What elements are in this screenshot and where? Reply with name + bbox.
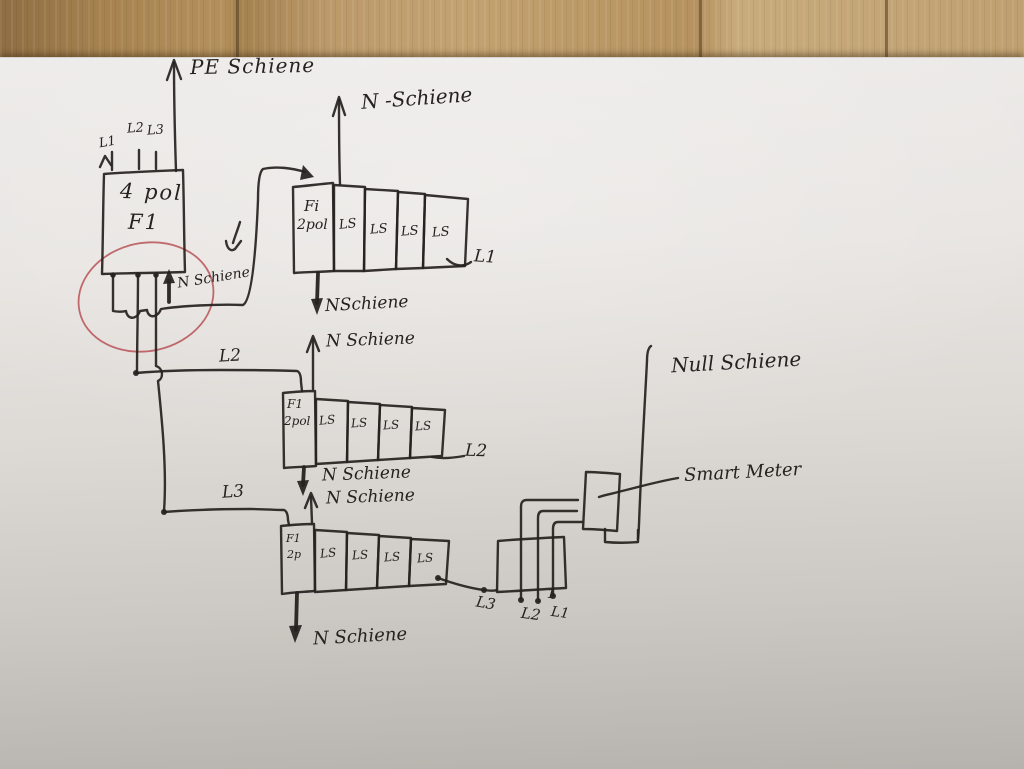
main-breaker-label-1: 4 pol bbox=[119, 178, 184, 206]
one-mark: 1 bbox=[546, 586, 556, 603]
ls-label: LS bbox=[414, 418, 432, 434]
l2-feed-label: L2 bbox=[218, 345, 242, 367]
ls-label: LS bbox=[416, 550, 434, 566]
l3-meter-label: L3 bbox=[474, 592, 498, 614]
fi2-label-2: 2pol bbox=[284, 414, 311, 428]
breaker-row-3 bbox=[279, 522, 499, 643]
smart-meter-box bbox=[581, 470, 680, 544]
plank-seam bbox=[236, 0, 239, 62]
plank-seam bbox=[699, 0, 702, 62]
ls-label: LS bbox=[318, 412, 336, 428]
n-rail-down-arrow-row1 bbox=[311, 271, 323, 315]
n-rail-label-above-row3: N Schiene bbox=[325, 485, 416, 509]
fi1-label-2: 2pol bbox=[297, 217, 328, 233]
l2-output-label: L2 bbox=[464, 440, 488, 462]
n-rail-up-arrow-row2 bbox=[305, 334, 321, 391]
breaker-row-1 bbox=[291, 95, 473, 315]
l1-tail bbox=[445, 257, 473, 267]
l2-meter-label: L2 bbox=[519, 603, 542, 625]
smart-meter-pointer-line bbox=[597, 476, 680, 499]
ls-label: LS bbox=[351, 547, 369, 563]
corner-arrowhead bbox=[98, 154, 113, 169]
main-breaker-box bbox=[98, 148, 187, 276]
ls-label: LS bbox=[383, 549, 401, 565]
fi3-label-2: 2p bbox=[287, 548, 302, 561]
wire-l3-vertical bbox=[154, 272, 167, 513]
n-rail-label-below-row1: NSchiene bbox=[324, 291, 409, 317]
l1-meter-label: L1 bbox=[549, 603, 571, 623]
feeder-wires bbox=[110, 165, 314, 527]
fi2-label-1: F1 bbox=[287, 397, 303, 411]
ls-label: LS bbox=[350, 415, 368, 431]
n-rail-label-bottom: N Schiene bbox=[312, 623, 408, 650]
l2-tail bbox=[430, 454, 466, 460]
n-rail-up-arrow-row3 bbox=[303, 491, 319, 525]
red-circle-annotation bbox=[77, 241, 215, 353]
pe-rail-arrow bbox=[165, 58, 183, 173]
n-rail-down-arrow-row3 bbox=[289, 591, 302, 643]
n-rail-label-above-row2: N Schiene bbox=[325, 328, 416, 352]
direction-mark bbox=[224, 220, 243, 252]
meter-wire-3 bbox=[551, 520, 584, 598]
wire-l3-horizontal bbox=[162, 507, 291, 527]
n-rail-down-arrow-row2 bbox=[297, 465, 309, 496]
breaker-row-2 bbox=[281, 389, 466, 496]
wire-l2-horizontal bbox=[134, 368, 304, 393]
l3-feed-label: L3 bbox=[221, 481, 245, 503]
l2-input-label: L2 bbox=[126, 120, 145, 137]
ls-label: LS bbox=[431, 224, 451, 241]
null-rail-label: Null Schiene bbox=[670, 346, 802, 378]
ls-label: LS bbox=[369, 221, 389, 238]
wire-l2-vertical bbox=[135, 272, 140, 373]
meter-wire-2 bbox=[536, 509, 579, 603]
null-rail-line bbox=[636, 344, 653, 541]
pe-rail-label: PE Schiene bbox=[189, 52, 316, 80]
l1-output-label: L1 bbox=[473, 246, 497, 268]
l3-input-label: L3 bbox=[146, 122, 165, 139]
ls-label: LS bbox=[319, 545, 337, 561]
l1-input-label: L1 bbox=[97, 133, 118, 152]
meter-junction-box bbox=[495, 498, 584, 604]
fi3-label-1: F1 bbox=[286, 532, 301, 545]
fi1-label-1: Fi bbox=[304, 197, 320, 215]
n-rail-stub-arrow bbox=[163, 269, 175, 304]
ls-label: LS bbox=[400, 223, 420, 240]
n-rail-up-arrow-row1 bbox=[331, 95, 347, 186]
n-rail-label-below-row2: N Schiene bbox=[321, 462, 412, 486]
main-breaker-label-2: F1 bbox=[127, 209, 161, 235]
paper-sheet bbox=[0, 57, 1024, 769]
plank-seam bbox=[885, 0, 888, 62]
table-surface bbox=[0, 0, 1024, 62]
ls-label: LS bbox=[338, 216, 358, 233]
wire-l1 bbox=[111, 166, 307, 319]
meter-wire-1 bbox=[519, 498, 580, 602]
ls-label: LS bbox=[382, 417, 400, 433]
